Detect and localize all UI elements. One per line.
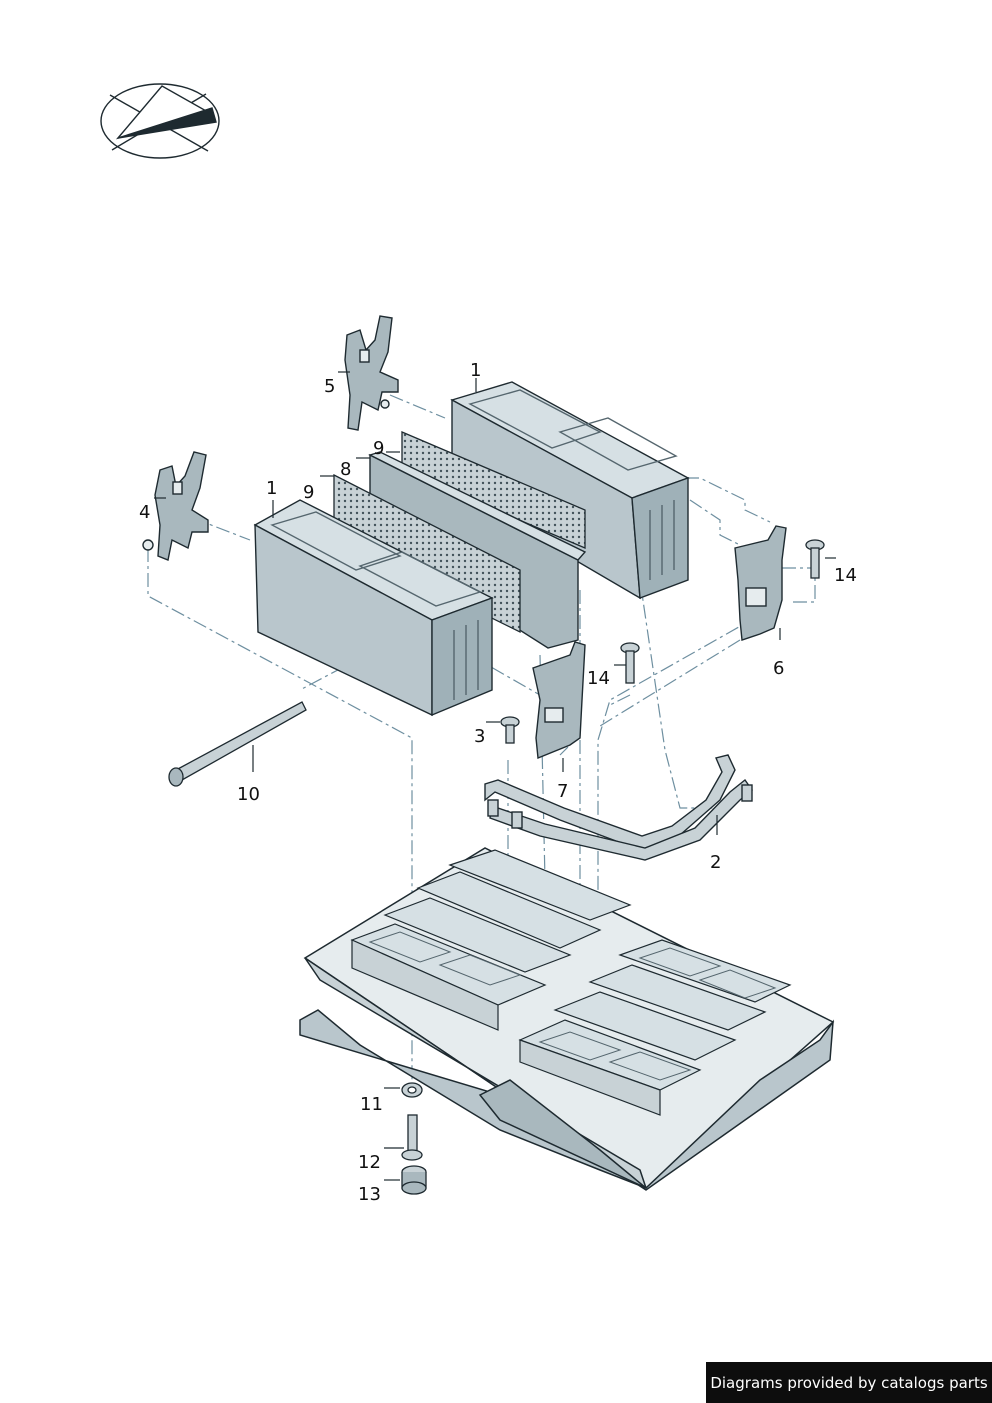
part-2-coolant-pipe xyxy=(484,754,753,861)
callout-9-front: 9 xyxy=(303,482,314,503)
part-9-pad-rear xyxy=(401,431,586,549)
callout-7: 7 xyxy=(557,781,568,802)
callout-1-front: 1 xyxy=(266,478,277,499)
part-13-bushing xyxy=(401,1165,427,1195)
callout-11: 11 xyxy=(360,1094,383,1115)
callout-14-center: 14 xyxy=(587,668,610,689)
callout-leaders xyxy=(154,371,836,1181)
part-14-bolt-center xyxy=(620,642,640,684)
part-5-bracket xyxy=(344,315,399,431)
part-11-washer xyxy=(401,1082,423,1098)
part-14-bolt-right xyxy=(805,539,825,579)
part-12-bolt xyxy=(401,1114,423,1161)
part-3-screw xyxy=(500,716,520,744)
callout-12: 12 xyxy=(358,1152,381,1173)
callout-1-rear: 1 xyxy=(470,360,481,381)
callout-10: 10 xyxy=(237,784,260,805)
callout-14-right: 14 xyxy=(834,565,857,586)
callout-2: 2 xyxy=(710,852,721,873)
callout-8: 8 xyxy=(340,459,351,480)
part-7-bracket xyxy=(532,641,586,760)
part-1-battery-module-front xyxy=(253,499,494,717)
battery-tray-assembly xyxy=(299,847,835,1191)
callout-9-rear: 9 xyxy=(373,438,384,459)
part-10-long-bolt xyxy=(168,701,307,787)
callout-4: 4 xyxy=(139,502,150,523)
part-6-bracket xyxy=(734,525,787,641)
callout-13: 13 xyxy=(358,1184,381,1205)
part-4-bracket xyxy=(142,451,209,561)
callout-3: 3 xyxy=(474,726,485,747)
footer-credit-banner: Diagrams provided by catalogs parts xyxy=(706,1362,992,1403)
footer-credit-text: Diagrams provided by catalogs parts xyxy=(710,1373,988,1392)
callout-5: 5 xyxy=(324,376,335,397)
orientation-compass-icon xyxy=(100,83,220,159)
callout-6: 6 xyxy=(773,658,784,679)
